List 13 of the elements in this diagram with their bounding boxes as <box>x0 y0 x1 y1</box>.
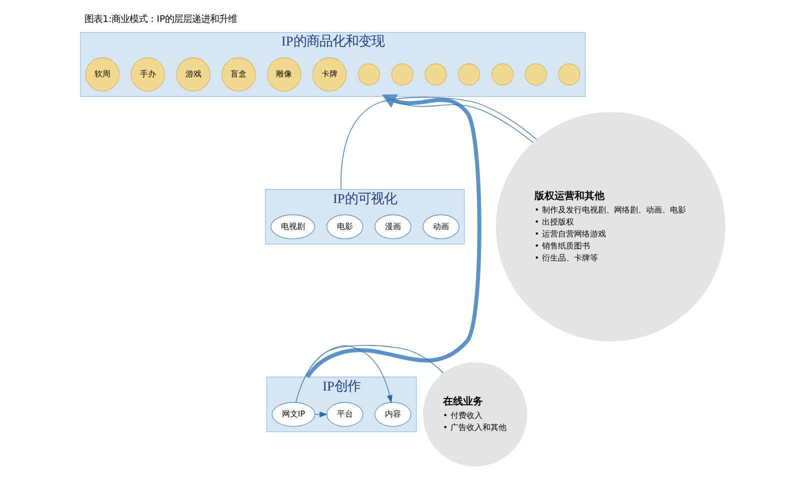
connector <box>304 344 444 377</box>
node-circle <box>424 62 447 85</box>
node-circle <box>558 62 580 85</box>
node-circle <box>458 62 480 85</box>
arrow <box>306 94 482 378</box>
connector <box>385 96 534 142</box>
diagram-title: 图表1:商业模式：IP的层层递进和升维 <box>84 13 238 24</box>
connector <box>340 96 538 190</box>
node-circle <box>491 62 514 85</box>
arrow <box>296 344 392 403</box>
node-circle <box>358 62 380 85</box>
node-circle <box>391 62 414 85</box>
node-circle <box>524 62 547 85</box>
